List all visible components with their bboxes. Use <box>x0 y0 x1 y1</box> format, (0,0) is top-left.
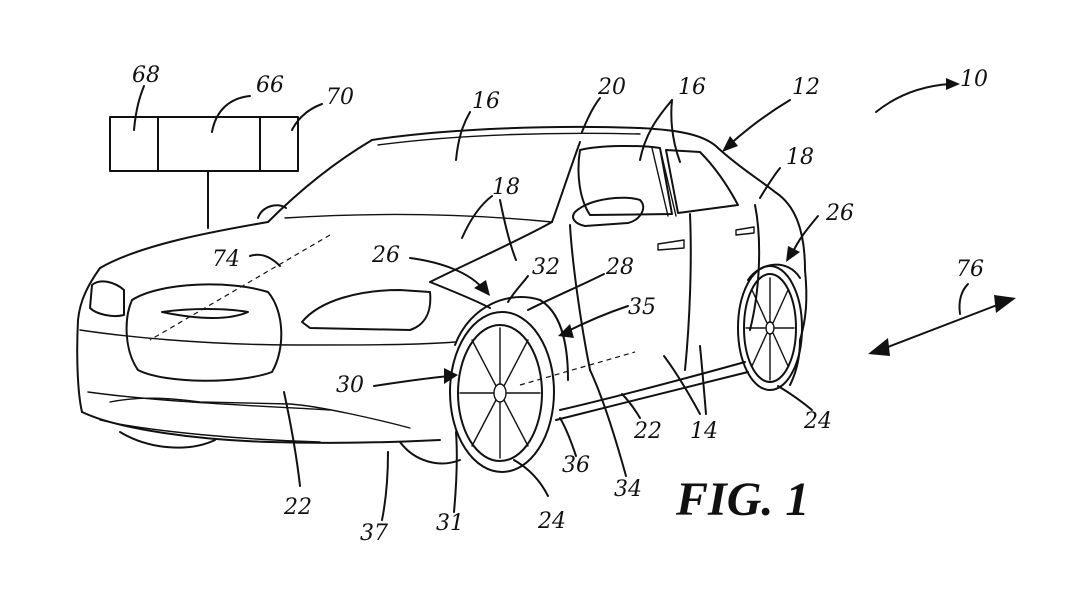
figure-caption: FIG. 1 <box>675 473 809 526</box>
ref-arch: 35 <box>628 295 656 320</box>
ref-fender-edge: 32 <box>532 255 560 280</box>
sill-dashed-line <box>519 351 636 386</box>
ref-body-panel-hood: 18 <box>492 175 520 200</box>
ref-fender: 28 <box>605 255 634 280</box>
sedan-outline-icon <box>76 125 808 465</box>
front-wheel <box>449 311 555 473</box>
rear-wheel <box>737 263 803 391</box>
ref-vehicle: 12 <box>792 75 820 100</box>
ref-underbody: 37 <box>360 521 388 546</box>
ref-door: 14 <box>690 419 718 444</box>
ref-direction: 76 <box>956 257 984 282</box>
ref-system: 10 <box>960 67 988 92</box>
double-arrow-icon <box>868 283 1016 356</box>
ref-rocker: 22 <box>633 419 662 444</box>
ref-wheel-well-front: 26 <box>371 243 400 268</box>
reference-numerals: 10 12 16 20 16 68 66 70 18 26 18 74 26 3… <box>132 63 988 546</box>
ref-roof: 20 <box>597 75 626 100</box>
leader-lines <box>133 78 960 521</box>
ref-wheel-rear: 24 <box>803 409 832 434</box>
ref-tire-point: 31 <box>436 511 464 536</box>
ref-hood-line: 74 <box>212 247 240 272</box>
ref-module-left: 68 <box>132 63 160 88</box>
controller-block <box>109 116 299 229</box>
ref-window-side: 16 <box>678 75 706 100</box>
ref-wheel-front: 24 <box>537 509 566 534</box>
ref-body-panel-rear: 18 <box>786 145 814 170</box>
ref-controller: 66 <box>256 73 284 98</box>
ref-tire: 30 <box>336 373 364 398</box>
ref-window-windshield: 16 <box>472 89 500 114</box>
ref-ground-point: 36 <box>562 453 590 478</box>
ref-bumper: 22 <box>283 495 312 520</box>
ref-module-right: 70 <box>326 85 354 110</box>
ref-wheel-well-rear: 26 <box>825 201 854 226</box>
hood-dashed-line <box>149 234 331 341</box>
ref-sill-line: 34 <box>614 477 642 502</box>
